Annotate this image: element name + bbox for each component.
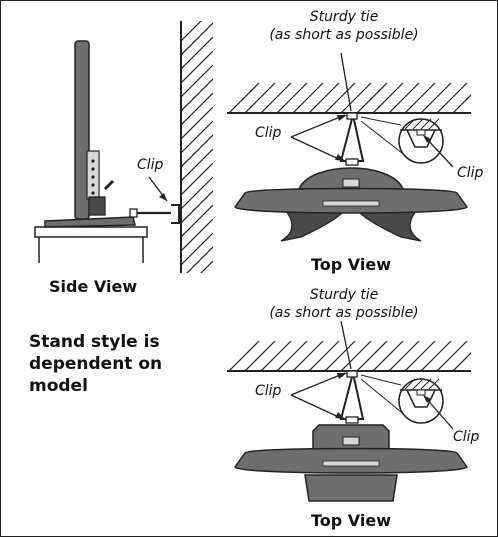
top-view-2-clip-right-label: Clip xyxy=(453,429,480,445)
top-view-1-clip-detail xyxy=(360,116,454,168)
top-view-1-clip-arrows xyxy=(290,114,347,162)
top-view-2-tie-label-line1: Sturdy tie xyxy=(309,287,379,303)
top-view-2-clip-left-label: Clip xyxy=(255,383,282,399)
side-view-clip-label: Clip xyxy=(137,157,164,173)
top-view-1-ceiling xyxy=(227,82,471,114)
top-view-2-ceiling xyxy=(227,340,471,372)
top-view-1-tie xyxy=(339,52,365,166)
top-view-2-clip-arrows xyxy=(290,372,347,420)
note-line-3: model xyxy=(29,376,88,396)
side-view-tv xyxy=(44,40,136,228)
side-view-caption: Side View xyxy=(49,277,138,296)
top-view-2-tie xyxy=(339,320,365,424)
top-view-1-tie-label-line1: Sturdy tie xyxy=(309,9,379,25)
top-view-1-clip-right-label: Clip xyxy=(457,165,484,181)
top-view-1-illustration xyxy=(227,52,471,242)
top-view-2-tv xyxy=(234,424,468,502)
top-view-1-tv xyxy=(234,167,468,242)
note-line-1: Stand style is xyxy=(29,332,160,352)
top-view-2-caption: Top View xyxy=(311,511,392,530)
side-view-tie-and-clip xyxy=(129,176,180,224)
side-view-table xyxy=(34,226,148,263)
top-view-2-illustration xyxy=(227,320,471,502)
top-view-2-clip-detail xyxy=(360,374,454,430)
top-view-2-tie-label-line2: (as short as possible) xyxy=(269,305,419,321)
side-view-illustration xyxy=(34,21,213,273)
stand-style-note: Stand style is dependent on model xyxy=(29,331,199,397)
top-view-1-caption: Top View xyxy=(311,255,392,274)
top-view-1-clip-left-label: Clip xyxy=(255,125,282,141)
note-line-2: dependent on xyxy=(29,354,163,374)
top-view-1-tie-label-line2: (as short as possible) xyxy=(269,27,419,43)
side-view-wall xyxy=(180,21,213,273)
